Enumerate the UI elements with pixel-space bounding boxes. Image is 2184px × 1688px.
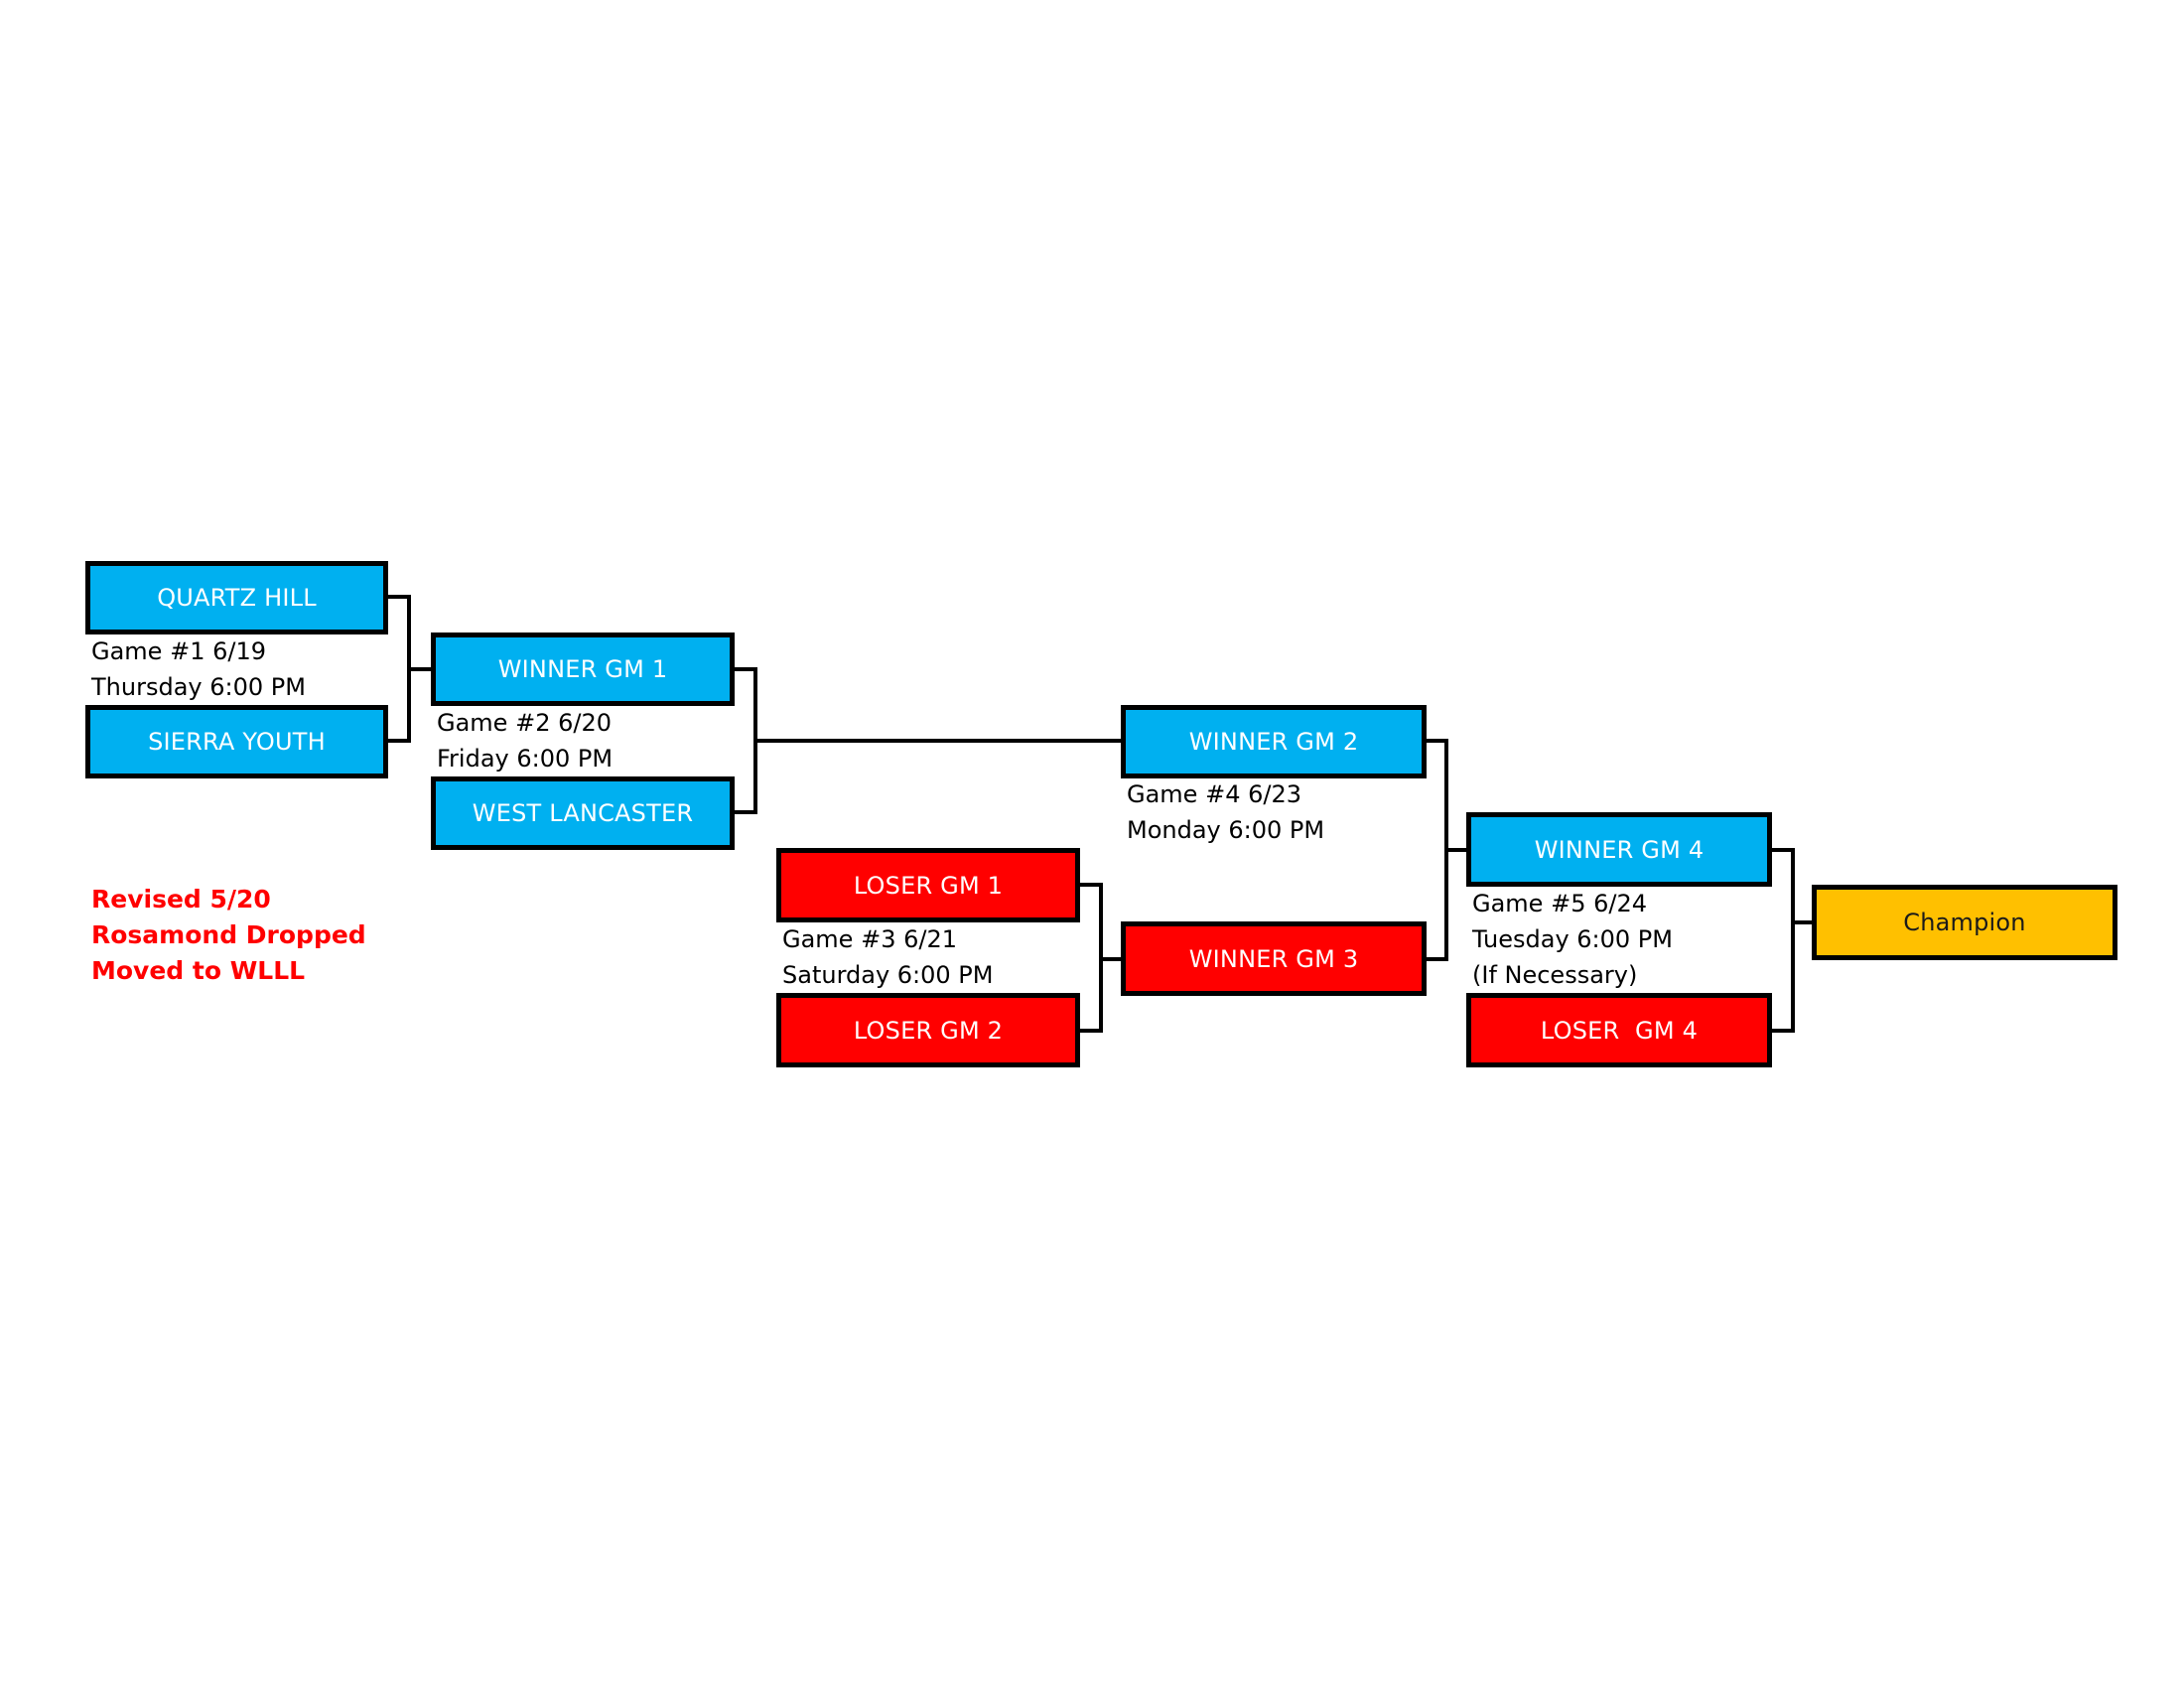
connector-game-3 bbox=[1078, 883, 1103, 1033]
connector-game-5 bbox=[1770, 848, 1795, 1033]
revision-note-dropped: Rosamond Dropped bbox=[91, 920, 366, 949]
revision-note-date: Revised 5/20 bbox=[91, 885, 271, 914]
game-5-info: Game #5 6/24 Tuesday 6:00 PM (If Necessa… bbox=[1472, 886, 1673, 993]
team-box-loser-gm-4: LOSER GM 4 bbox=[1466, 993, 1772, 1067]
team-box-winner-gm-4: WINNER GM 4 bbox=[1466, 812, 1772, 887]
team-box-winner-gm-3: WINNER GM 3 bbox=[1121, 921, 1427, 996]
team-box-loser-gm-1: LOSER GM 1 bbox=[776, 848, 1080, 922]
game-1-info: Game #1 6/19 Thursday 6:00 PM bbox=[91, 633, 306, 705]
connector-game-2 bbox=[733, 667, 757, 814]
connector-game-4 bbox=[1425, 739, 1448, 961]
game-5-date: Game #5 6/24 bbox=[1472, 890, 1647, 917]
game-3-time: Saturday 6:00 PM bbox=[782, 961, 994, 989]
game-4-date: Game #4 6/23 bbox=[1127, 780, 1301, 808]
team-box-sierra-youth: SIERRA YOUTH bbox=[85, 705, 388, 778]
game-5-time: Tuesday 6:00 PM bbox=[1472, 925, 1673, 953]
revision-note: Revised 5/20 Rosamond Dropped Moved to W… bbox=[91, 882, 366, 989]
team-box-quartz-hill: QUARTZ HILL bbox=[85, 561, 388, 634]
connector-game-1 bbox=[386, 595, 411, 743]
game-4-info: Game #4 6/23 Monday 6:00 PM bbox=[1127, 776, 1324, 848]
champion-box: Champion bbox=[1812, 885, 2117, 960]
game-2-date: Game #2 6/20 bbox=[437, 709, 612, 737]
game-1-date: Game #1 6/19 bbox=[91, 637, 266, 665]
team-box-winner-gm-2: WINNER GM 2 bbox=[1121, 705, 1427, 778]
game-4-time: Monday 6:00 PM bbox=[1127, 816, 1325, 844]
revision-note-moved: Moved to WLLL bbox=[91, 956, 306, 985]
team-box-winner-gm-1: WINNER GM 1 bbox=[431, 633, 735, 706]
game-2-info: Game #2 6/20 Friday 6:00 PM bbox=[437, 705, 613, 776]
game-1-time: Thursday 6:00 PM bbox=[91, 673, 306, 701]
team-box-loser-gm-2: LOSER GM 2 bbox=[776, 993, 1080, 1067]
game-2-time: Friday 6:00 PM bbox=[437, 745, 614, 773]
team-box-west-lancaster: WEST LANCASTER bbox=[431, 776, 735, 850]
game-5-condition: (If Necessary) bbox=[1472, 961, 1638, 989]
game-3-date: Game #3 6/21 bbox=[782, 925, 957, 953]
game-3-info: Game #3 6/21 Saturday 6:00 PM bbox=[782, 921, 993, 993]
